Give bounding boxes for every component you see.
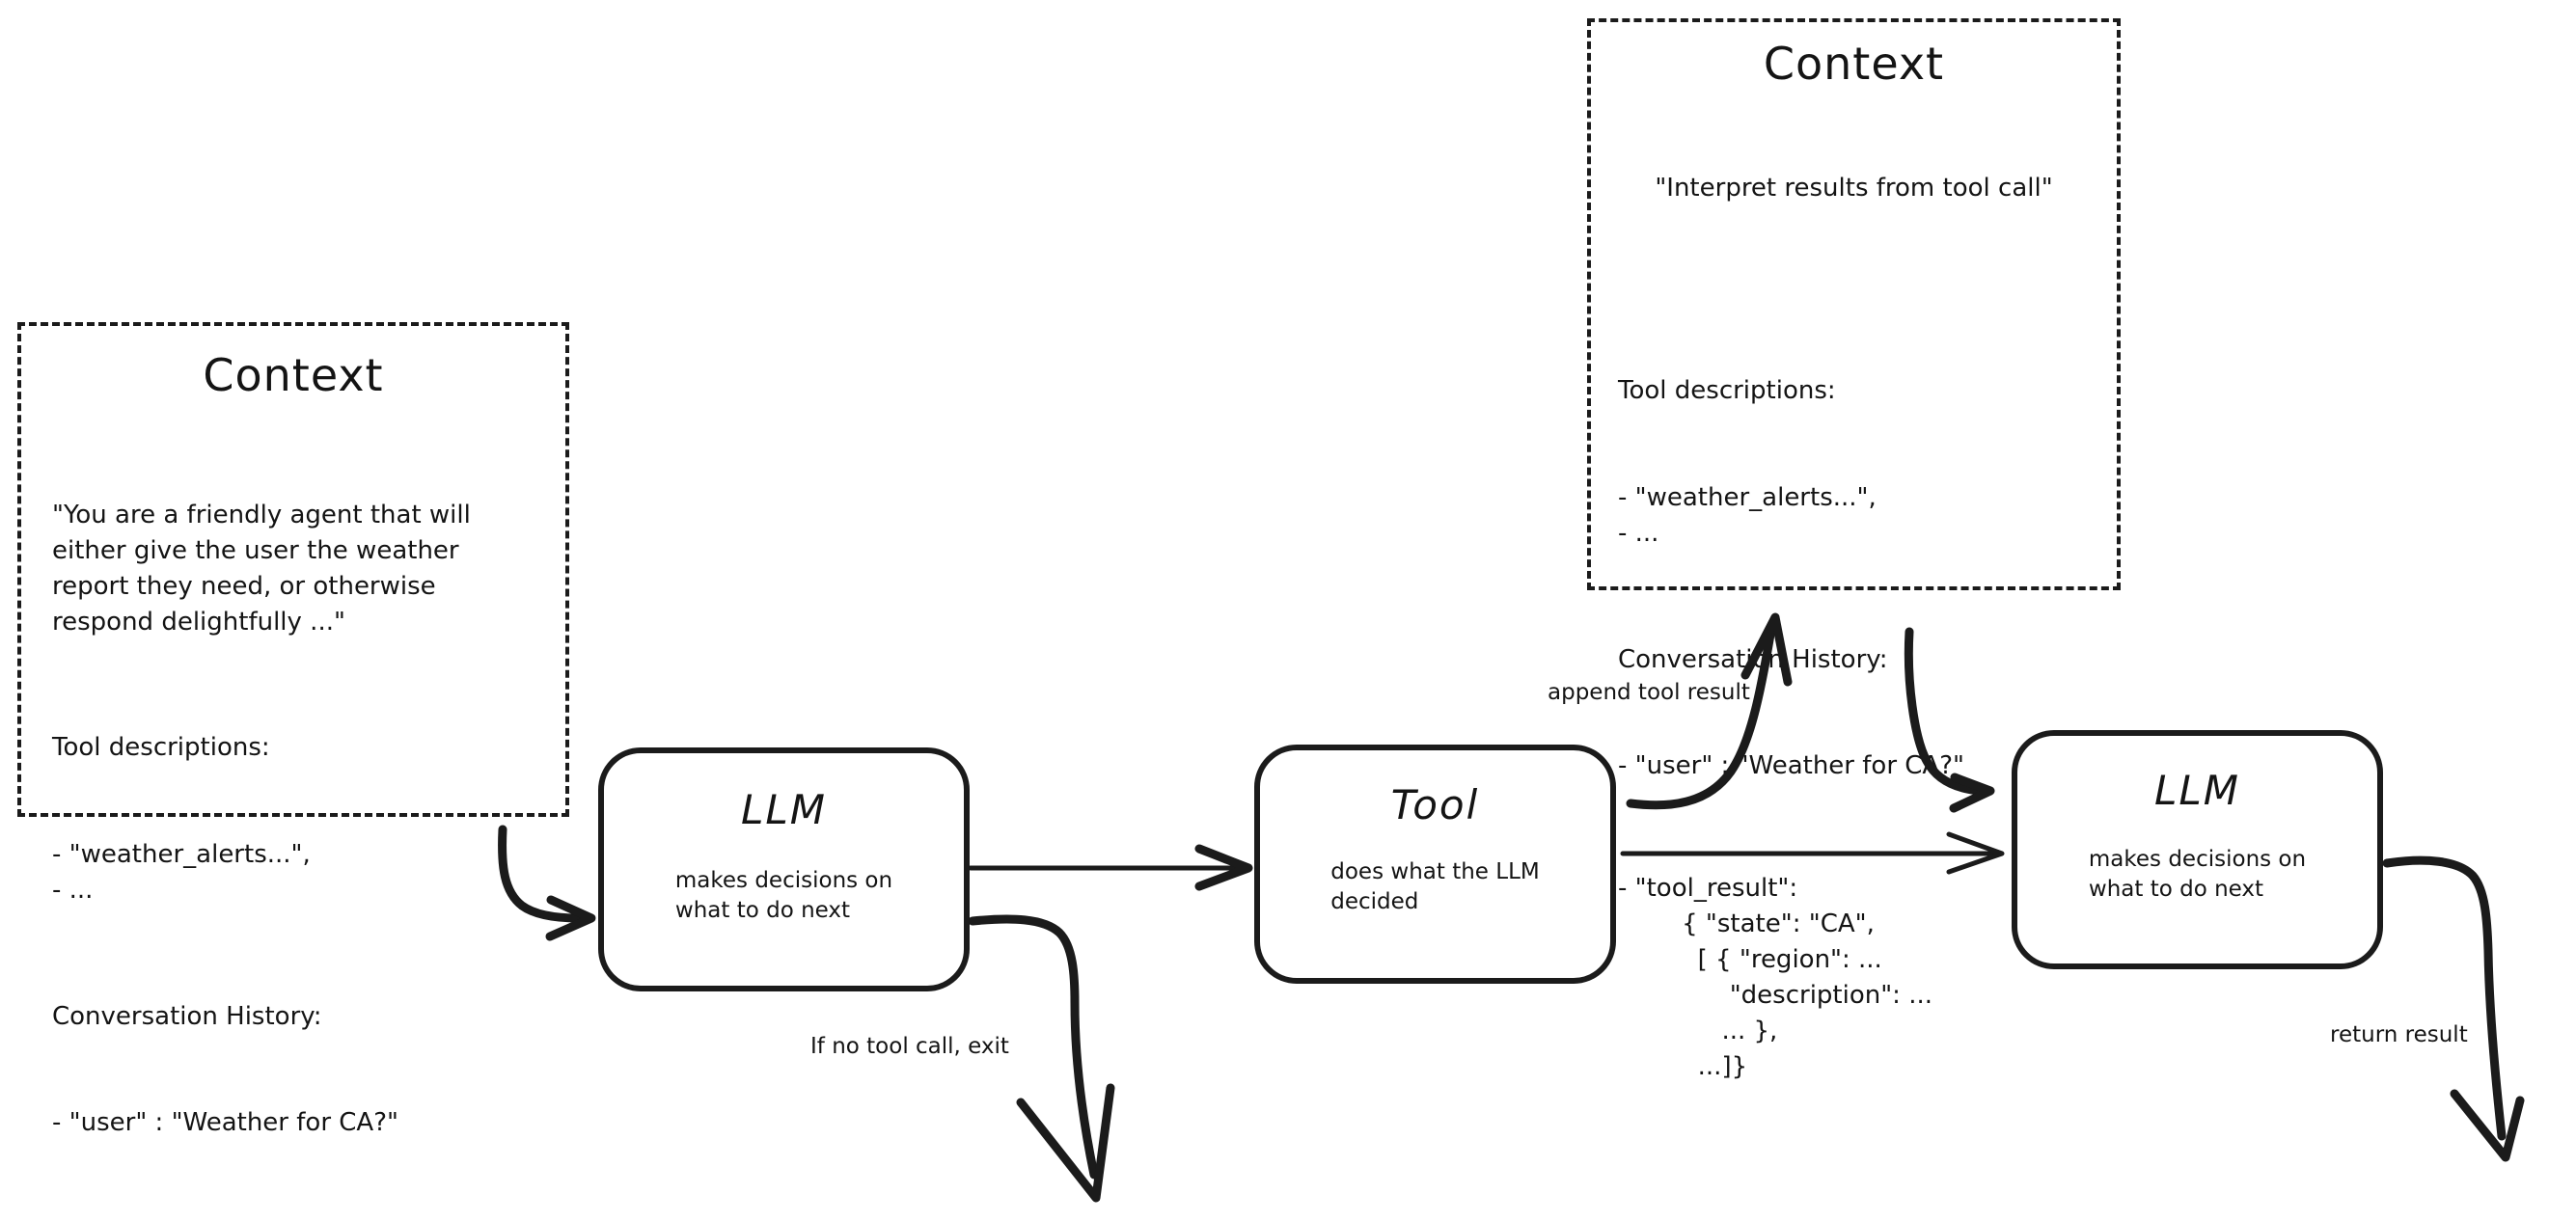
left-context-panel: Context "You are a friendly agent that w…: [17, 322, 569, 1137]
left-context-system-prompt: "You are a friendly agent that will eith…: [52, 500, 471, 637]
edge-label-return-result: return result: [2330, 1022, 2468, 1047]
left-context-body: "You are a friendly agent that will eith…: [41, 426, 546, 1212]
arrow-llm-left-to-tool: [968, 844, 1253, 891]
left-context-tools-heading: Tool descriptions:: [52, 733, 270, 763]
node-llm-right-title: LLM: [2153, 767, 2241, 814]
arrow-return-result: [2382, 855, 2525, 1162]
right-context-tools-heading: Tool descriptions:: [1618, 376, 1836, 406]
node-llm-right[interactable]: LLM makes decisions on what to do next: [2012, 730, 2383, 969]
node-tool-title: Tool: [1390, 781, 1480, 828]
right-context-title: Context: [1763, 38, 1945, 90]
node-llm-left-title: LLM: [740, 786, 828, 833]
right-context-tools-items: - "weather_alerts...", - ...: [1618, 483, 1877, 548]
edge-label-append-tool-result: append tool result: [1548, 680, 1750, 705]
node-llm-left-subtitle: makes decisions on what to do next: [674, 868, 893, 924]
node-llm-right-subtitle: makes decisions on what to do next: [2088, 847, 2307, 903]
node-tool[interactable]: Tool does what the LLM decided: [1254, 745, 1616, 984]
node-tool-subtitle: does what the LLM decided: [1330, 859, 1540, 915]
right-context-body: "Interpret results from tool call" Tool …: [1608, 99, 2099, 1221]
right-context-system-prompt: "Interpret results from tool call": [1655, 173, 2053, 203]
right-context-panel: Context "Interpret results from tool cal…: [1587, 18, 2121, 1081]
right-context-tool-result: - "tool_result": { "state": "CA", [ { "r…: [1618, 874, 1933, 1081]
left-context-title: Context: [203, 349, 384, 401]
left-context-tools-items: - "weather_alerts...", - ...: [52, 839, 311, 905]
edge-label-if-no-tool-call-exit: If no tool call, exit: [810, 1034, 1009, 1059]
node-llm-left[interactable]: LLM makes decisions on what to do next: [598, 747, 970, 991]
left-context-conversation-items: - "user" : "Weather for CA?": [52, 1108, 398, 1138]
left-context-conversation-heading: Conversation History:: [52, 1001, 322, 1031]
right-context-conversation-heading: Conversation History:: [1618, 644, 1888, 674]
